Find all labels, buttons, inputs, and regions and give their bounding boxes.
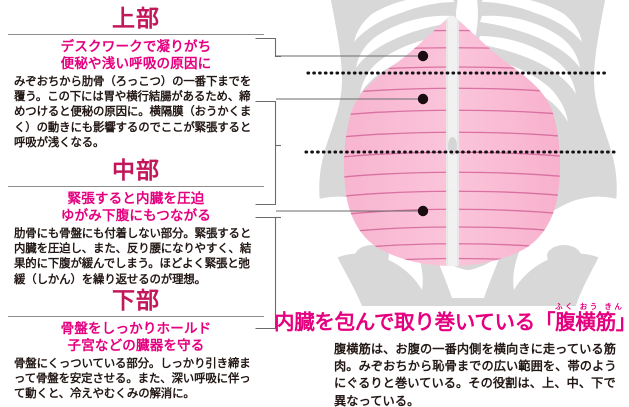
- section-upper-subtitle: デスクワークで凝りがち 便秘や浅い呼吸の原因に: [0, 39, 272, 73]
- section-upper: 上部 デスクワークで凝りがち 便秘や浅い呼吸の原因に みぞおちから肋骨（ろっこつ…: [0, 6, 272, 151]
- section-upper-heading: 上部: [112, 5, 160, 31]
- muscle-definition-title-prefix: 内臓を包んで取り巻いている「: [274, 311, 556, 334]
- section-divider-dotted-lines: [304, 71, 618, 154]
- section-lower-subtitle: 骨盤をしっかりホールド 子宮などの臓器を守る: [0, 321, 272, 355]
- section-middle-subtitle-line-2: ゆがみ下腹にもつながる: [60, 208, 212, 224]
- section-upper-body: みぞおちから肋骨（ろっこつ）の一番下までを覆う。この下には胃や横行結腸があるため…: [14, 75, 252, 150]
- muscle-definition-body: 腹横筋は、お腹の一番内側を横向きに走っている筋肉。みぞおちから恥骨までの広い範囲…: [334, 341, 617, 407]
- marker-dots: [417, 50, 429, 217]
- marker-leader-lines: [276, 55, 421, 212]
- muscle-definition-title-suffix: 」: [616, 311, 629, 334]
- muscle-name-ruby-wrap: ふく おう きん腹横筋: [555, 303, 622, 335]
- section-lower-body: 骨盤にくっついている部分。しっかり引き締まって骨盤を安定させる。また、深い呼吸に…: [14, 357, 251, 401]
- section-lower-rule: [8, 316, 264, 318]
- section-upper-subtitle-line-2: 便秘や浅い呼吸の原因に: [60, 56, 212, 72]
- muscle-name-kanji: 腹横筋: [555, 311, 616, 334]
- section-upper-rule: [8, 34, 264, 36]
- section-lower-heading: 下部: [112, 287, 160, 313]
- section-middle-rule: [8, 186, 264, 188]
- section-middle: 中部 緊張すると内臓を圧迫 ゆがみ下腹にもつながる 肋骨にも骨盤にも付着しない部…: [0, 158, 272, 288]
- muscle-name-furigana: ふく おう きん: [555, 302, 625, 311]
- section-middle-subtitle: 緊張すると内臓を圧迫 ゆがみ下腹にもつながる: [0, 191, 272, 225]
- section-middle-subtitle-line-1: 緊張すると内臓を圧迫: [67, 191, 205, 207]
- torso-anatomy-illustration: [276, 0, 629, 312]
- section-lower: 下部 骨盤をしっかりホールド 子宮などの臓器を守る 骨盤にくっついている部分。し…: [0, 288, 272, 403]
- section-middle-heading: 中部: [112, 157, 160, 183]
- section-lower-subtitle-line-2: 子宮などの臓器を守る: [67, 338, 205, 354]
- section-middle-body: 肋骨にも骨盤にも付着しない部分。緊張すると内臓を圧迫し、また、反り腰になりやすく…: [14, 227, 252, 286]
- section-lower-subtitle-line-1: 骨盤をしっかりホールド: [60, 321, 212, 337]
- section-upper-subtitle-line-1: デスクワークで凝りがち: [60, 39, 212, 55]
